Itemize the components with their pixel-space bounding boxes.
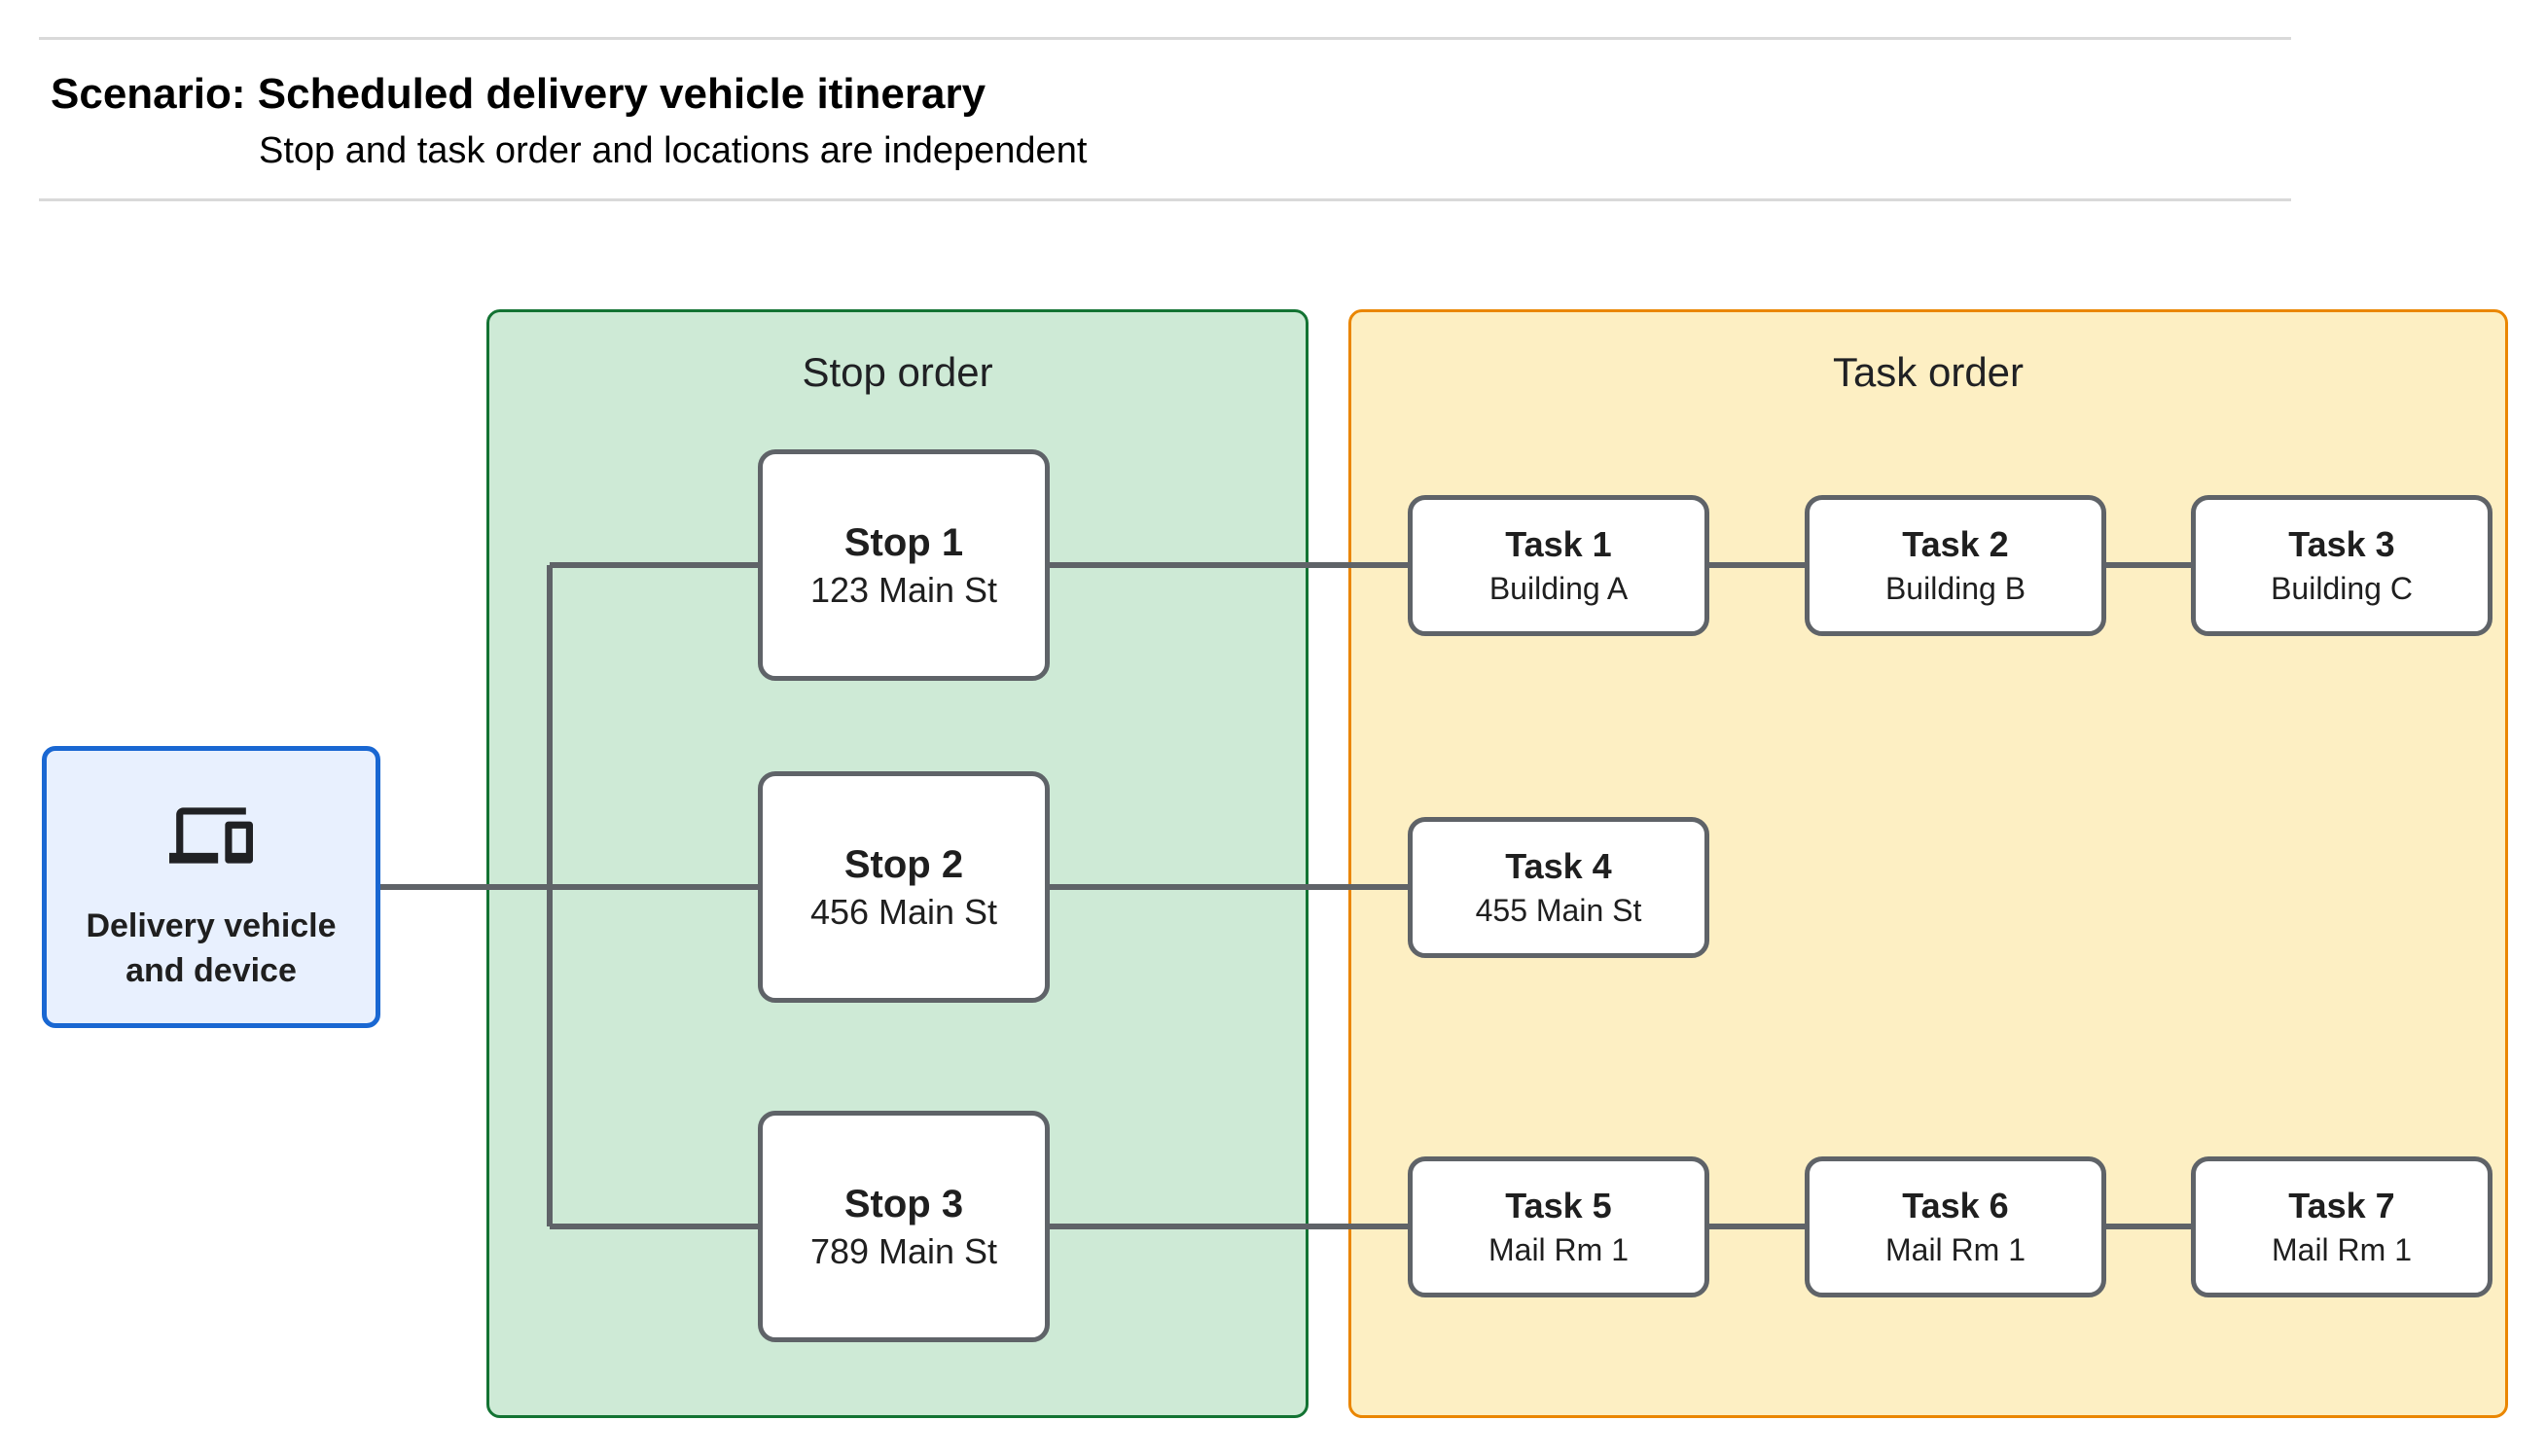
stop-node-1: Stop 1 123 Main St (758, 449, 1050, 681)
devices-icon (169, 794, 253, 877)
task-node-location: Mail Rm 1 (2271, 1232, 2412, 1268)
task-node-location: Mail Rm 1 (1488, 1232, 1629, 1268)
stop-node-location: 456 Main St (809, 891, 998, 932)
task-node-name: Task 3 (2288, 523, 2395, 564)
task-order-panel-title: Task order (1832, 349, 2025, 395)
stop-node-2: Stop 2 456 Main St (758, 771, 1050, 1003)
page-title: Scenario: Scheduled delivery vehicle iti… (51, 70, 986, 119)
task-node-6: Task 6 Mail Rm 1 (1805, 1156, 2106, 1297)
task-node-name: Task 2 (1902, 523, 2009, 564)
task-node-name: Task 1 (1505, 523, 1612, 564)
stop-node-name: Stop 3 (843, 1182, 964, 1225)
delivery-vehicle-node: Delivery vehicle and device (42, 746, 380, 1028)
task-node-name: Task 7 (2288, 1185, 2395, 1225)
task-node-5: Task 5 Mail Rm 1 (1408, 1156, 1709, 1297)
task-node-name: Task 4 (1505, 845, 1612, 886)
task-node-2: Task 2 Building B (1805, 495, 2106, 636)
task-node-name: Task 6 (1902, 1185, 2009, 1225)
task-node-name: Task 5 (1505, 1185, 1612, 1225)
divider-top (39, 37, 2291, 40)
stop-order-panel-title: Stop order (802, 349, 993, 395)
task-node-1: Task 1 Building A (1408, 495, 1709, 636)
task-node-location: Building A (1488, 571, 1629, 607)
task-node-location: Building B (1884, 571, 2026, 607)
connector-paths (380, 562, 2192, 1229)
stop-node-name: Stop 2 (843, 842, 964, 886)
page-title-prefix: Scenario: (51, 70, 246, 118)
task-node-7: Task 7 Mail Rm 1 (2191, 1156, 2492, 1297)
task-node-3: Task 3 Building C (2191, 495, 2492, 636)
page-subtitle: Stop and task order and locations are in… (259, 130, 1088, 171)
delivery-vehicle-label: Delivery vehicle and device (86, 907, 337, 990)
task-node-location: 455 Main St (1475, 893, 1642, 929)
stop-node-location: 123 Main St (809, 569, 998, 610)
task-node-location: Building C (2271, 571, 2413, 607)
page-title-text: Scheduled delivery vehicle itinerary (257, 70, 986, 118)
stop-node-location: 789 Main St (809, 1230, 998, 1271)
stop-node-3: Stop 3 789 Main St (758, 1111, 1050, 1342)
task-node-4: Task 4 455 Main St (1408, 817, 1709, 958)
divider-bottom (39, 198, 2291, 201)
stop-node-name: Stop 1 (843, 520, 964, 564)
task-node-location: Mail Rm 1 (1884, 1232, 2026, 1268)
